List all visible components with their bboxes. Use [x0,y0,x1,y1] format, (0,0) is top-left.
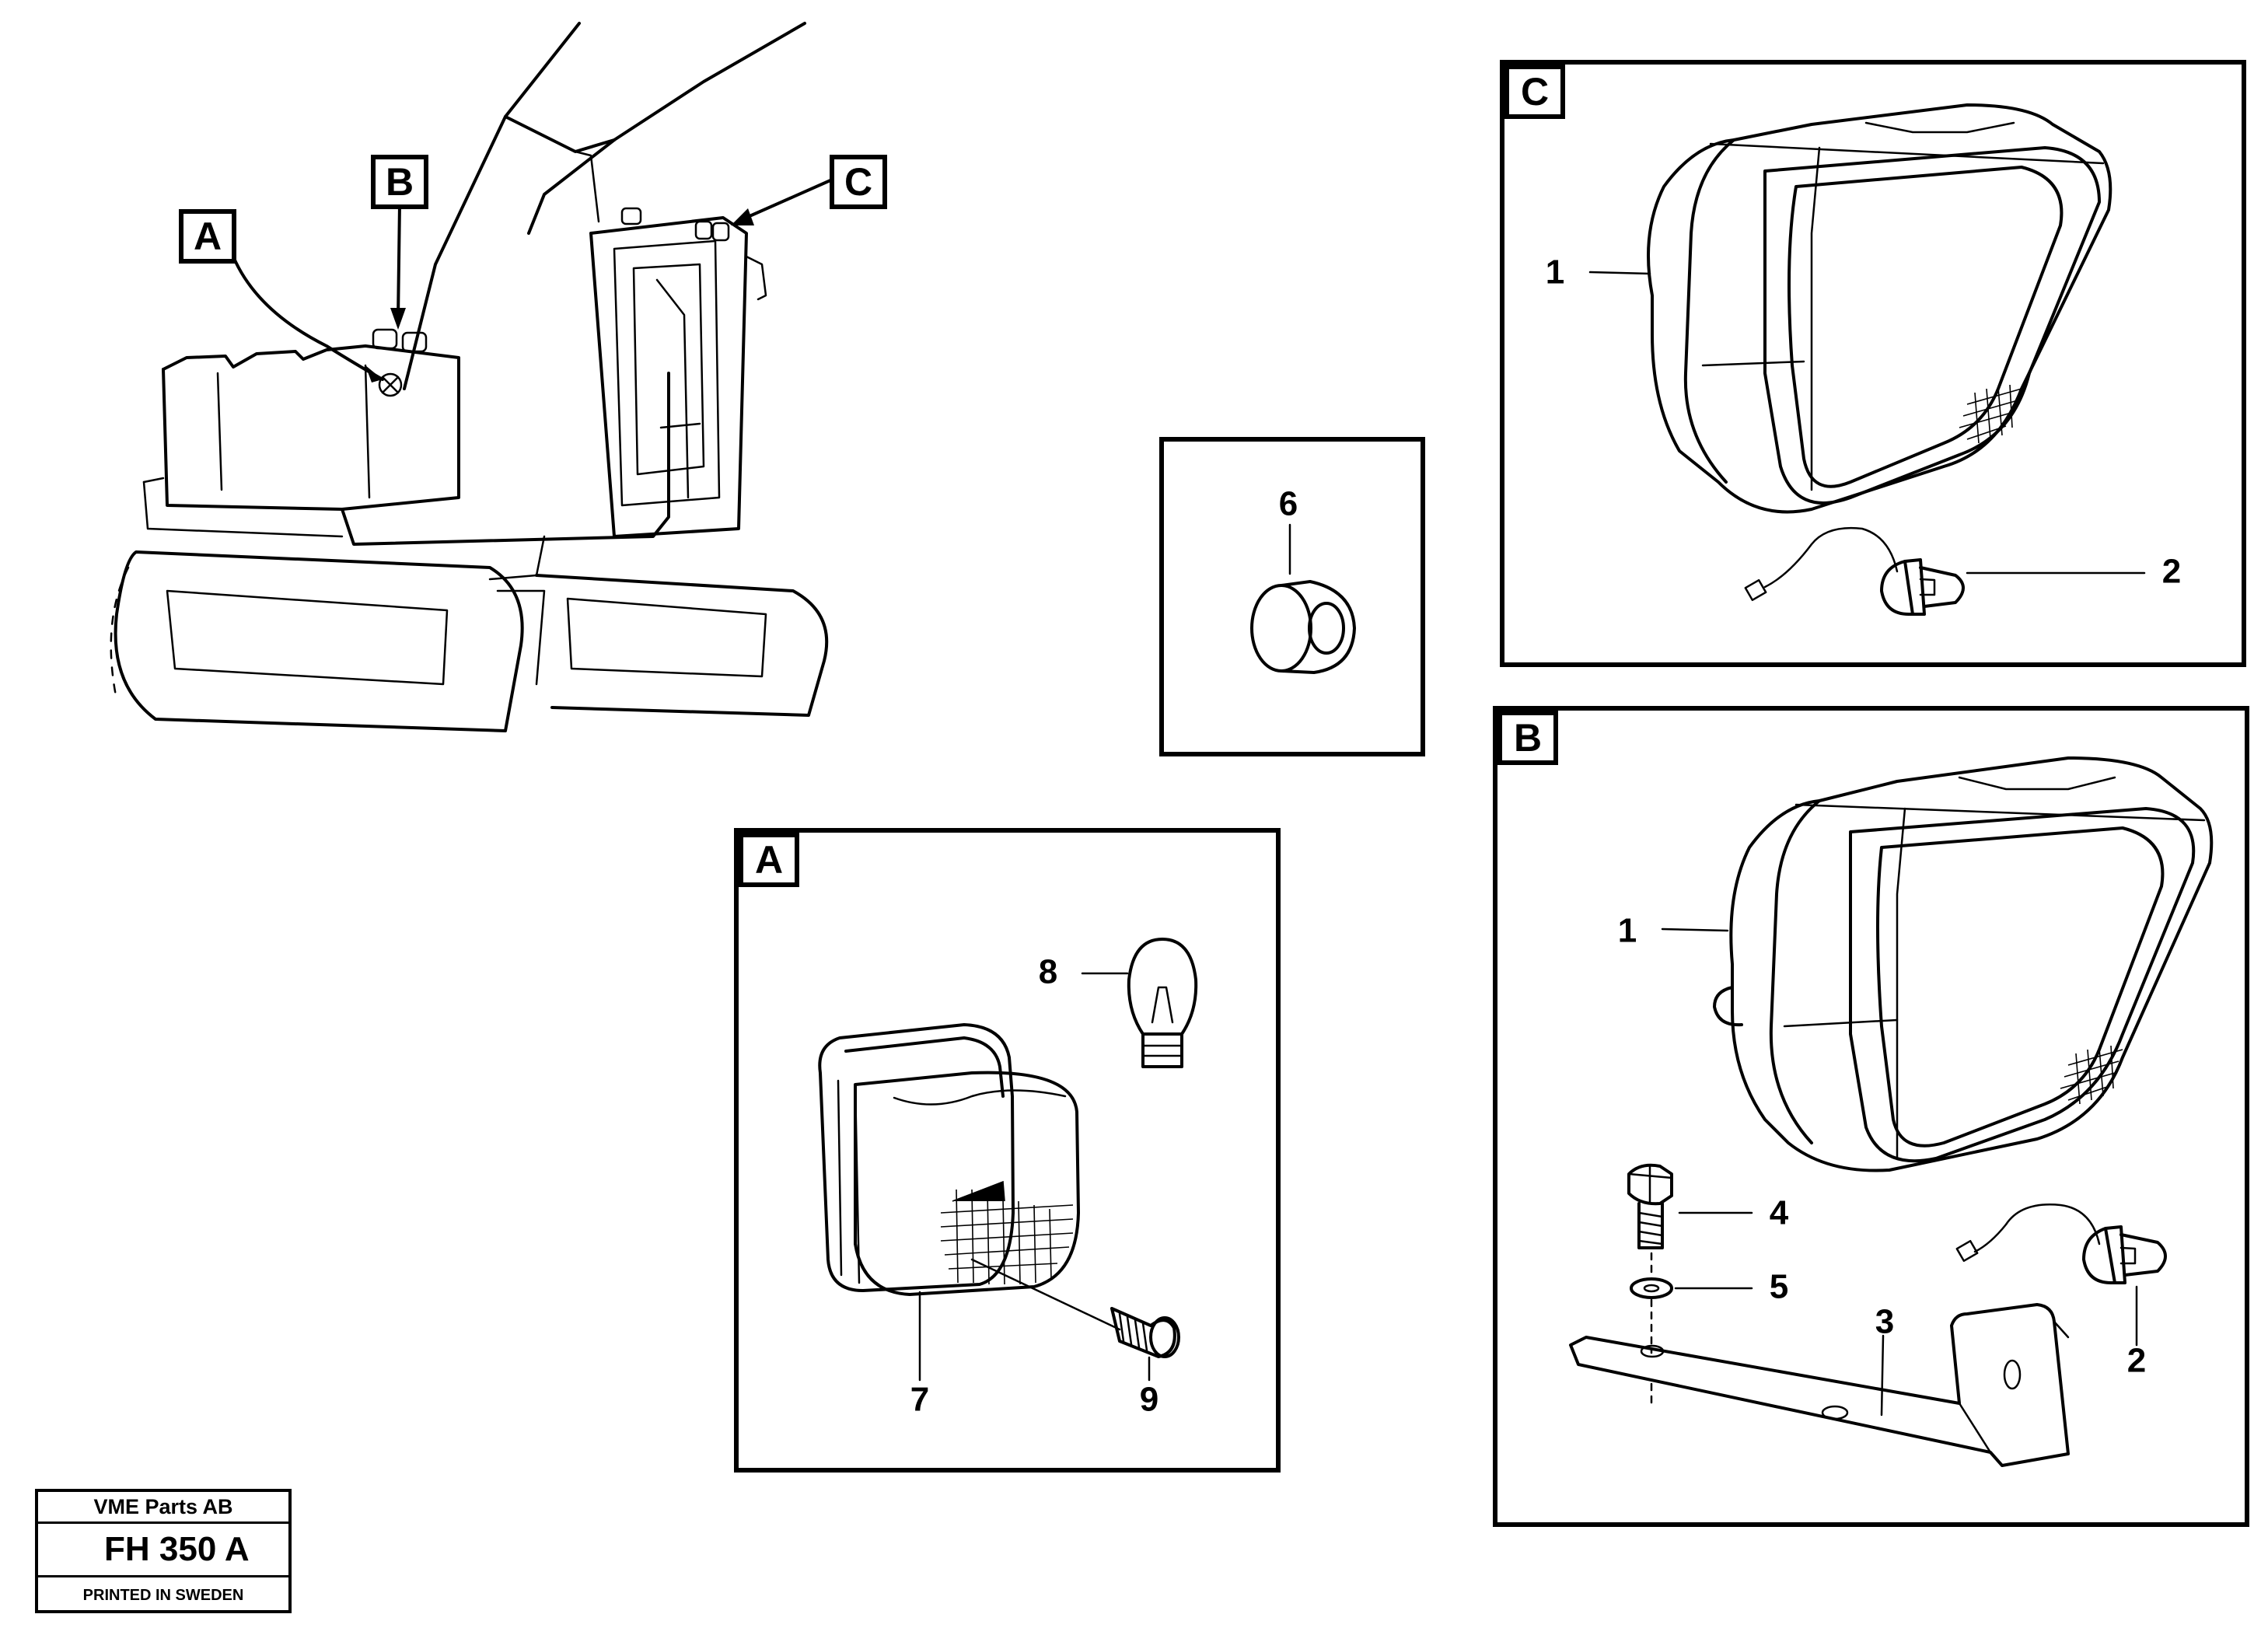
bracket-part-3 [1569,1303,2070,1467]
part-number-4: 4 [1770,1194,1789,1232]
lamp-part-7 [818,1023,1080,1296]
panel-b: B 1 4 [1493,706,2249,1527]
part-number-5: 5 [1770,1268,1788,1306]
callout-a: A [179,209,384,383]
part-number-c2: 2 [2162,553,2181,591]
worklamp-lens-hatch [1959,384,2022,444]
callout-c-label: C [844,160,872,204]
washer-part-5 [1630,1277,1673,1299]
worklamp-b-lens-hatch [2060,1045,2123,1105]
title-block-printed: PRINTED IN SWEDEN [82,1587,244,1604]
callout-a-label: A [194,215,222,258]
callout-b: B [371,155,428,330]
part-number-9: 9 [1140,1381,1158,1419]
title-block-code: FH 350 A [38,1524,288,1577]
bulb-part-b2 [1955,1204,2167,1284]
title-block-company: VME Parts AB [38,1492,288,1524]
worklamp-part-b1 [1713,756,2214,1172]
part-number-7: 7 [910,1381,929,1419]
part-number-8: 8 [1039,953,1057,991]
panel-a: A 8 7 [734,828,1281,1473]
bolt-part-4 [1627,1163,1673,1249]
callout-b-label: B [386,160,414,204]
part-number-6: 6 [1279,485,1298,523]
panel-a-label: A [755,838,783,882]
panel-grommet: 6 [1159,437,1425,756]
bulb-part-8 [1127,938,1198,1068]
part-number-3: 3 [1875,1303,1894,1341]
grommet-part [1250,580,1356,674]
worklamp-part-c1 [1647,103,2112,514]
panel-b-label: B [1514,716,1542,760]
lamp-lens-hatch [940,1180,1074,1285]
part-number-b1: 1 [1618,912,1637,950]
bulb-part-c2 [1744,527,1965,616]
title-block: VME Parts AB FH 350 A PRINTED IN SWEDEN [35,1489,292,1613]
part-number-c1: 1 [1546,253,1564,292]
panel-c-label: C [1521,70,1549,114]
callout-c: C [731,155,887,225]
screw-part-9 [970,1258,1180,1358]
panel-c: C 1 2 [1500,60,2246,667]
part-number-b2: 2 [2127,1342,2146,1380]
excavator-illustration [110,22,829,732]
